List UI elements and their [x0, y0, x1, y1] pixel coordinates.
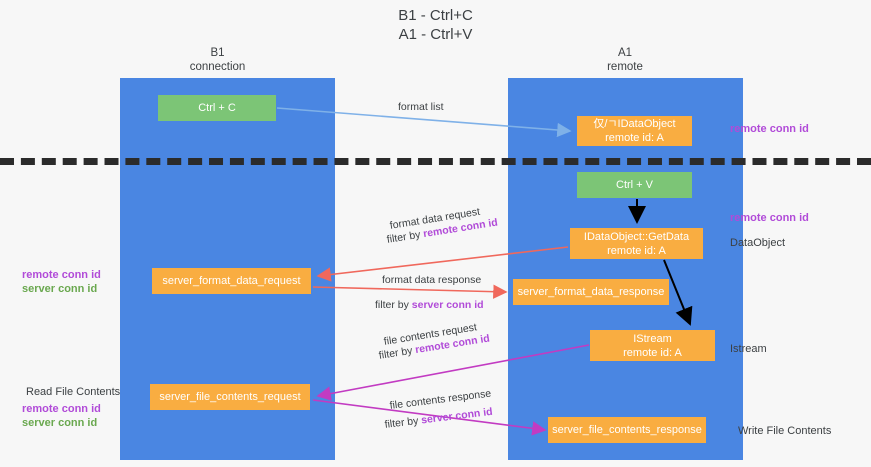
- title-line-1: B1 - Ctrl+C: [398, 7, 473, 24]
- node-server-format-data-request-label: server_format_data_request: [162, 275, 301, 287]
- node-ctrl-c-label: Ctrl + C: [198, 102, 236, 114]
- node-idataobject[interactable]: 仅/ㄱIDataObject remote id: A: [577, 116, 692, 146]
- node-ctrl-c[interactable]: Ctrl + C: [158, 95, 276, 121]
- annotation-right-remote-conn-id-top: remote conn id: [730, 123, 809, 135]
- annotation-left-server-conn-id-mid: server conn id: [22, 283, 98, 295]
- annotation-right-remote-conn-id-mid: remote conn id: [730, 212, 809, 224]
- node-idataobject-line-2: remote id: A: [605, 132, 664, 144]
- node-ctrl-v[interactable]: Ctrl + V: [577, 172, 692, 198]
- node-getdata-line-1: IDataObject::GetData: [583, 230, 690, 243]
- page-title: B1 - Ctrl+C A1 - Ctrl+V: [0, 6, 871, 44]
- node-idataobject-getdata[interactable]: IDataObject::GetData remote id: A: [570, 228, 703, 259]
- column-header-b1-role: connection: [189, 61, 246, 73]
- phase-divider: [0, 158, 871, 165]
- filter-prefix: filter by: [378, 344, 417, 362]
- filter-prefix: filter by: [384, 414, 422, 431]
- column-header-a1: A1 remote: [555, 46, 695, 74]
- node-server-format-data-response-label: server_format_data_response: [517, 286, 665, 298]
- node-istream-line-1: IStream: [633, 332, 672, 345]
- node-istream-line-2: remote id: A: [623, 346, 682, 359]
- filter-key-server-conn-id: server conn id: [420, 405, 494, 427]
- column-header-a1-name: A1: [617, 47, 633, 59]
- node-getdata-line-2: remote id: A: [607, 244, 666, 257]
- annotation-left-remote-conn-id-mid: remote conn id: [22, 269, 101, 281]
- node-istream[interactable]: IStream remote id: A: [590, 330, 715, 361]
- edge-label-format-data-response: format data response: [382, 274, 482, 286]
- node-server-file-contents-request[interactable]: server_file_contents_request: [150, 384, 310, 410]
- filter-key-server-conn-id: server conn id: [411, 299, 484, 311]
- edge-label-format-data-response-filter: filter by server conn id: [375, 299, 484, 312]
- column-header-b1-name: B1: [210, 47, 225, 59]
- column-header-b1: B1 connection: [155, 46, 280, 74]
- annotation-left-read-file-contents: Read File Contents: [26, 386, 121, 398]
- column-header-a1-role: remote: [607, 61, 643, 73]
- node-server-format-data-request[interactable]: server_format_data_request: [152, 268, 311, 294]
- node-idataobject-line-1: 仅/ㄱIDataObject: [593, 118, 676, 130]
- node-ctrl-v-label: Ctrl + V: [616, 179, 653, 191]
- title-line-2: A1 - Ctrl+V: [398, 26, 473, 43]
- edge-label-format-list: format list: [398, 101, 444, 113]
- annotation-left-conn-ids-bottom: remote conn id server conn id: [22, 402, 101, 430]
- annotation-right-istream: Istream: [730, 343, 767, 355]
- annotation-right-dataobject: DataObject: [730, 237, 786, 249]
- node-server-file-contents-request-label: server_file_contents_request: [159, 391, 301, 403]
- filter-prefix: filter by: [375, 299, 412, 311]
- annotation-left-remote-conn-id-bottom: remote conn id: [22, 403, 101, 415]
- node-server-file-contents-response-label: server_file_contents_response: [552, 424, 702, 436]
- node-server-format-data-response[interactable]: server_format_data_response: [513, 279, 669, 305]
- annotation-left-conn-ids-mid: remote conn id server conn id: [22, 268, 101, 296]
- node-server-file-contents-response[interactable]: server_file_contents_response: [548, 417, 706, 443]
- arrow-format-data-response: [312, 284, 508, 299]
- annotation-right-write-file-contents: Write File Contents: [738, 425, 832, 437]
- annotation-left-server-conn-id-bottom: server conn id: [22, 417, 98, 429]
